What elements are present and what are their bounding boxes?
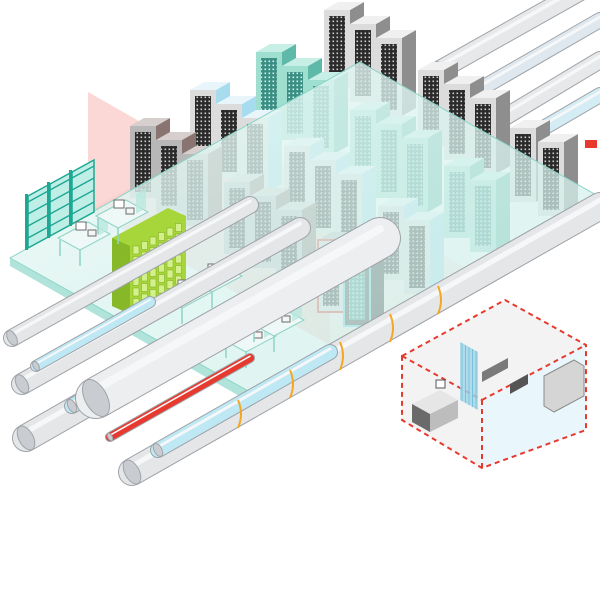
pipe-joint-marker xyxy=(237,399,242,429)
workstation-desk-icon xyxy=(94,188,150,244)
detail-callout-room xyxy=(401,298,587,470)
cable-pipe xyxy=(75,217,401,419)
callout-cabinet xyxy=(543,359,585,413)
pipe-joint-marker xyxy=(339,341,344,371)
cable-pipe xyxy=(3,196,259,347)
callout-desk-side xyxy=(430,400,458,432)
cable-pipe-highlight xyxy=(150,344,338,458)
callout-bench xyxy=(482,358,508,382)
storage-shelf-icon xyxy=(47,170,73,238)
cable-pipe-highlight xyxy=(30,296,156,372)
pipe-joint-marker xyxy=(289,369,294,399)
storage-shelf-icon xyxy=(25,182,51,250)
hot-pipe-end xyxy=(585,140,597,148)
pipe-joint-marker xyxy=(437,285,442,315)
callout-table xyxy=(510,374,528,394)
cable-pipe-bundle-far xyxy=(430,0,600,148)
cable-pipe-bundle-near xyxy=(3,192,600,486)
callout-monitor xyxy=(435,379,446,389)
storage-shelf-icon xyxy=(69,158,95,226)
cable-pipe xyxy=(11,217,311,395)
callout-desk-front xyxy=(412,404,430,432)
cable-pipe xyxy=(491,51,600,129)
callout-desk-top xyxy=(412,390,458,414)
pipe-joint-marker xyxy=(389,313,394,343)
hot-pipe xyxy=(105,353,255,442)
callout-dashed-border xyxy=(401,298,587,470)
